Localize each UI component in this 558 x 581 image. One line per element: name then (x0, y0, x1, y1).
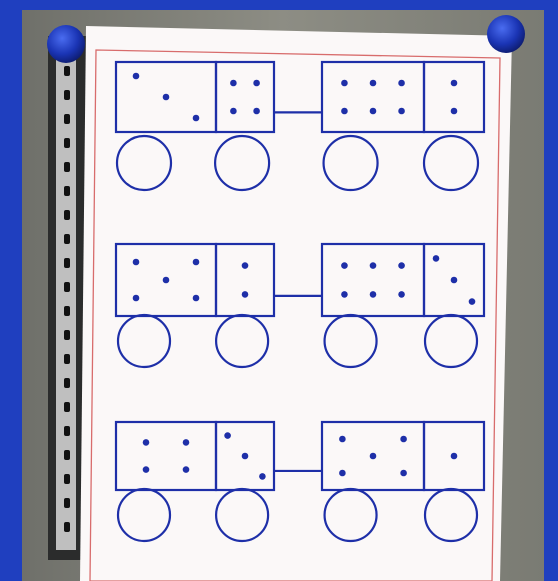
domino-dot (259, 473, 266, 480)
domino-dot (451, 277, 458, 284)
domino-dot (339, 436, 346, 443)
domino-dot (400, 436, 407, 443)
domino-dot (242, 453, 249, 460)
domino-dot (193, 259, 200, 266)
domino-dot (242, 291, 249, 298)
domino-dot (451, 453, 458, 460)
sleeve-hole (64, 258, 70, 268)
sleeve-hole (64, 330, 70, 340)
sleeve-hole (64, 162, 70, 172)
domino-dot (183, 439, 190, 446)
domino-dot (370, 80, 377, 87)
domino-dot (469, 298, 476, 305)
domino-dot (133, 259, 140, 266)
sleeve-hole (64, 450, 70, 460)
domino-dot (370, 453, 377, 460)
sleeve-hole (64, 282, 70, 292)
domino-dot (398, 108, 405, 115)
domino-dot (398, 262, 405, 269)
sleeve-hole (64, 234, 70, 244)
domino-dot (230, 108, 237, 115)
sleeve-hole (64, 354, 70, 364)
domino-dot (230, 80, 237, 87)
domino-dot (133, 295, 140, 302)
sleeve-hole (64, 306, 70, 316)
worksheet-paper (80, 26, 512, 581)
domino-dot (253, 108, 260, 115)
sleeve-hole (64, 66, 70, 76)
domino-dot (451, 108, 458, 115)
domino-dot (400, 470, 407, 477)
domino-dot (253, 80, 260, 87)
domino-dot (224, 432, 231, 439)
domino-dot (341, 262, 348, 269)
sleeve-hole (64, 378, 70, 388)
sleeve-hole (64, 426, 70, 436)
domino-dot (193, 295, 200, 302)
domino-dot (143, 466, 150, 473)
domino-dot (370, 291, 377, 298)
sleeve-hole (64, 138, 70, 148)
sleeve-hole (64, 114, 70, 124)
domino-dot (341, 108, 348, 115)
sleeve-hole (64, 474, 70, 484)
domino-dot (433, 255, 440, 262)
domino-dot (398, 80, 405, 87)
domino-dot (398, 291, 405, 298)
sleeve-hole (64, 210, 70, 220)
domino-dot (163, 277, 170, 284)
domino-dot (242, 262, 249, 269)
domino-dot (133, 73, 140, 80)
magnet-left (47, 25, 85, 63)
domino-dot (370, 262, 377, 269)
domino-dot (341, 291, 348, 298)
sleeve-hole (64, 186, 70, 196)
domino-dot (451, 80, 458, 87)
domino-dot (341, 80, 348, 87)
sleeve-hole (64, 90, 70, 100)
sleeve-hole (64, 498, 70, 508)
domino-dot (143, 439, 150, 446)
domino-dot (163, 94, 170, 101)
domino-dot (193, 115, 200, 122)
sleeve-hole (64, 522, 70, 532)
domino-dot (183, 466, 190, 473)
magnet-right (487, 15, 525, 53)
sleeve-hole (64, 402, 70, 412)
domino-dot (370, 108, 377, 115)
domino-dot (339, 470, 346, 477)
